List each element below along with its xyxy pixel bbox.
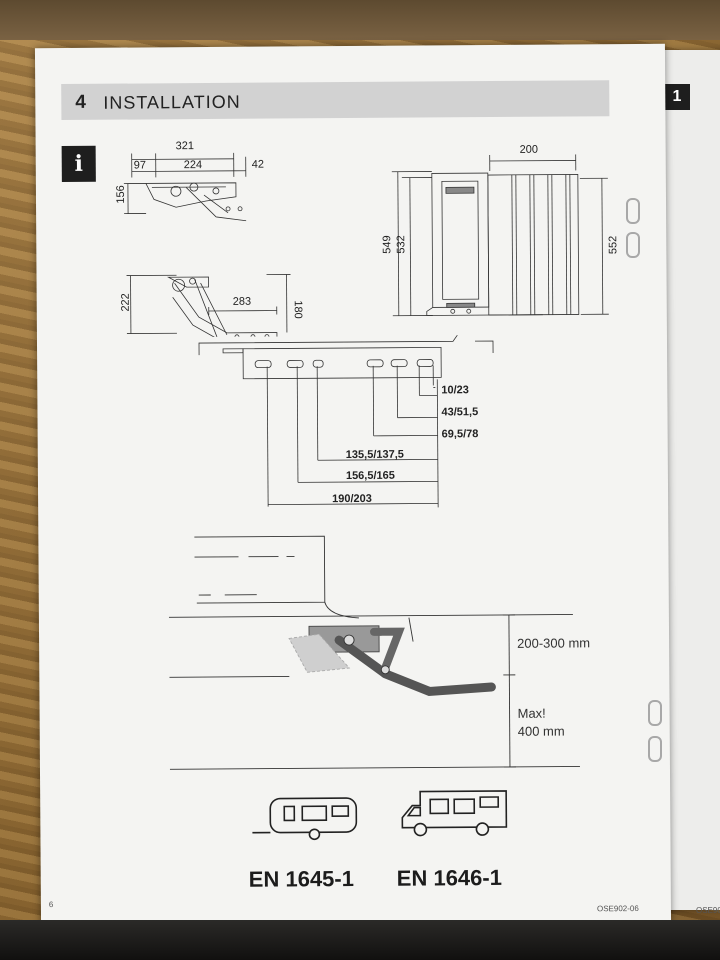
motorhome-icon: [401, 790, 508, 837]
mounting-diagram: [168, 535, 580, 770]
standard-motorhome: EN 1646-1: [396, 864, 503, 891]
dim-180: 180: [292, 300, 304, 318]
binder-ring: [626, 198, 640, 224]
hole-dim-6: 190/203: [332, 493, 372, 505]
caravan-icon: [252, 797, 358, 841]
binder-ring: [626, 232, 640, 258]
section-title: INSTALLATION: [103, 91, 241, 113]
hole-dim-5: 156,5/165: [346, 470, 395, 482]
next-page-doc-code: OSE90: [696, 906, 720, 915]
binder-ring: [648, 736, 662, 762]
dim-552: 552: [607, 236, 619, 254]
binder-ring: [648, 700, 662, 726]
front-view-diagram: 200 549 532 552: [381, 144, 619, 317]
page-number: 6: [48, 900, 54, 910]
dim-532: 532: [395, 235, 407, 253]
side-view-diagram: 321 97 224 42 156 222 283 180: [116, 140, 304, 338]
background-edge: [0, 0, 720, 40]
clearance-label: 200-300 mm: [517, 635, 591, 651]
hole-dim-3: 69,5/78: [442, 428, 479, 440]
dim-283: 283: [233, 296, 251, 308]
standard-caravan: EN 1645-1: [248, 866, 355, 892]
dark-foreground: [0, 920, 720, 960]
section-number: 4: [75, 91, 86, 113]
max-label-line1: Max!: [517, 705, 546, 721]
next-page-section-number: 1: [664, 84, 690, 110]
hole-dim-2: 43/51,5: [441, 406, 478, 418]
dim-156: 156: [116, 185, 127, 203]
hole-pattern-diagram: 10/23 43/51,5 69,5/78 135,5/137,5 156,5/…: [198, 334, 494, 508]
dim-97: 97: [134, 159, 146, 171]
manual-page: 4 INSTALLATION i 321 97 224 42 15: [34, 43, 672, 929]
hole-dim-1: 10/23: [441, 384, 469, 396]
dim-321: 321: [176, 140, 194, 152]
doc-code: OSE902-06: [596, 904, 639, 914]
dim-222: 222: [120, 293, 132, 311]
dim-42: 42: [252, 159, 264, 171]
dim-224: 224: [184, 159, 202, 171]
max-label-line2: 400 mm: [517, 723, 565, 739]
dim-200: 200: [520, 144, 538, 156]
dim-549: 549: [381, 235, 393, 253]
info-icon: i: [61, 145, 96, 183]
hole-dim-4: 135,5/137,5: [346, 449, 404, 461]
